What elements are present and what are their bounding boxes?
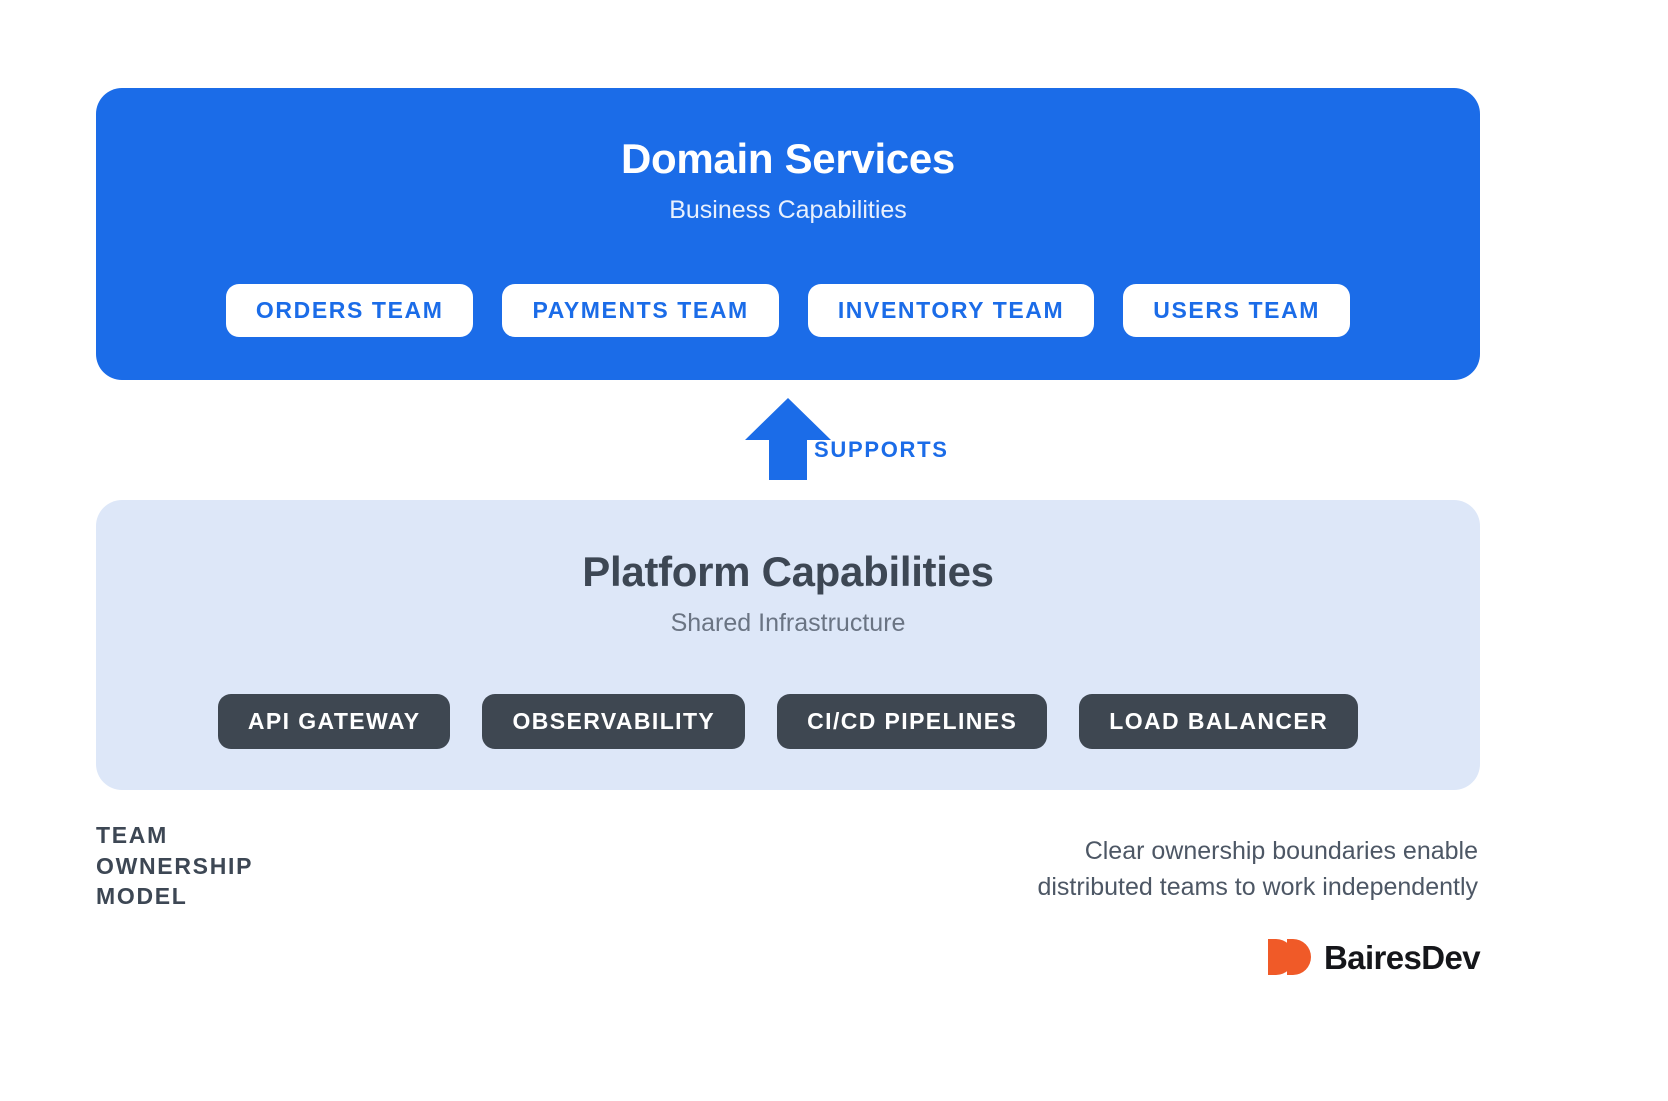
domain-team-pill-payments[interactable]: PAYMENTS TEAM [502,284,779,337]
bairesdev-logo-text: BairesDev [1323,938,1481,976]
domain-services-subtitle: Business Capabilities [669,196,907,225]
platform-pill-observability[interactable]: OBSERVABILITY [482,694,746,749]
supports-label: SUPPORTS [814,437,949,462]
domain-team-pill-orders[interactable]: ORDERS TEAM [225,284,474,337]
domain-team-pill-inventory[interactable]: INVENTORY TEAM [807,284,1095,337]
diagram-label: TEAM OWNERSHIP MODEL [96,820,253,912]
platform-pill-api-gateway[interactable]: API GATEWAY [217,694,451,749]
diagram-caption-line-2: distributed teams to work independently [1037,872,1478,901]
diagram-label-line-1: TEAM [96,822,168,848]
diagram-footer: TEAM OWNERSHIP MODEL Clear ownership bou… [96,806,1481,1006]
domain-team-pill-users[interactable]: USERS TEAM [1123,284,1351,337]
platform-capabilities-subtitle: Shared Infrastructure [670,609,906,638]
diagram-label-line-3: MODEL [96,883,188,910]
diagram-label-line-2: OWNERSHIP [96,852,254,879]
arrow-up-icon [745,398,831,480]
platform-pill-load-balancer[interactable]: LOAD BALANCER [1079,694,1359,749]
bairesdev-logo: BairesDev [1267,938,1481,976]
supports-connector: SUPPORTS [96,380,1480,498]
diagram-caption: Clear ownership boundaries enable distri… [1037,834,1478,905]
arrow-up-wrapper [745,398,831,480]
domain-services-title: Domain Services [620,135,955,182]
domain-services-band: Domain Services Business Capabilities OR… [96,88,1480,380]
domain-team-pill-group: ORDERS TEAM PAYMENTS TEAM INVENTORY TEAM… [96,284,1480,337]
diagram-caption-line-1: Clear ownership boundaries enable [1084,837,1478,865]
platform-pill-group: API GATEWAY OBSERVABILITY CI/CD PIPELINE… [96,694,1480,749]
platform-capabilities-band: Platform Capabilities Shared Infrastruct… [96,500,1480,790]
platform-pill-cicd-pipelines[interactable]: CI/CD PIPELINES [777,694,1048,749]
platform-capabilities-title: Platform Capabilities [582,548,994,595]
bairesdev-logo-mark-icon [1267,939,1311,975]
